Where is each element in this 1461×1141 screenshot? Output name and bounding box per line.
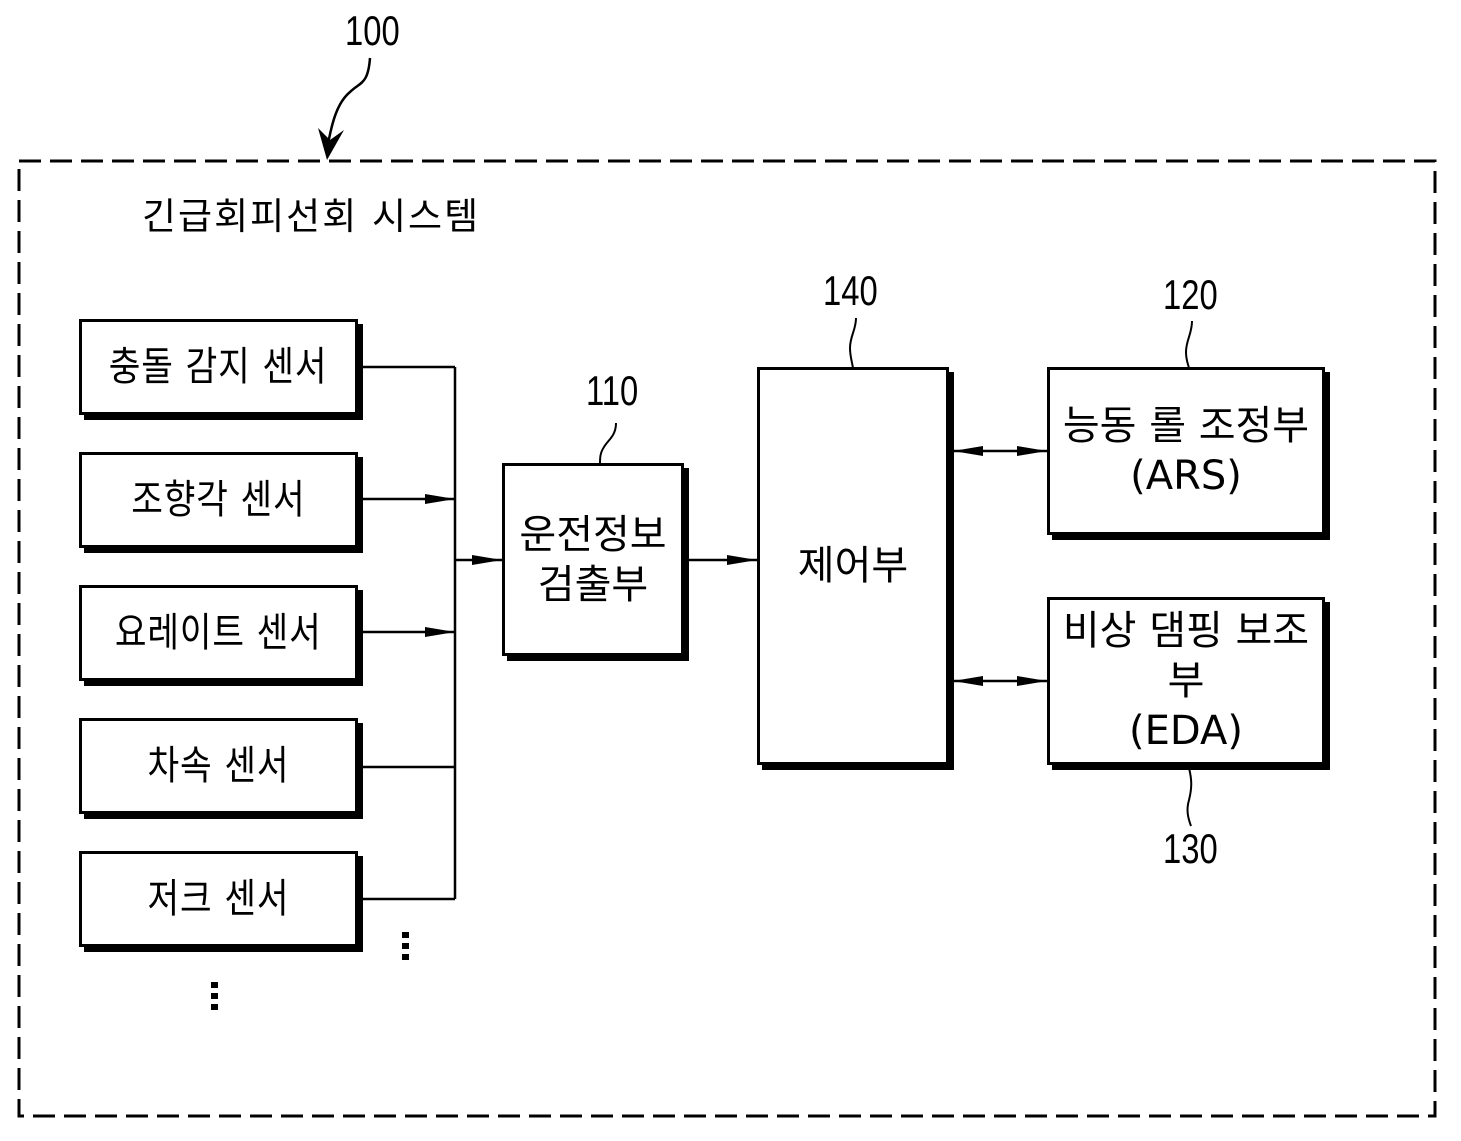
detector-label-line2: 검출부 [537, 561, 649, 608]
yaw-rate-sensor-label: 요레이트 센서 [115, 610, 322, 656]
yaw-rate-sensor-box: 요레이트 센서 [79, 585, 358, 681]
eda-box: 비상 댐핑 보조부 (EDA) [1047, 597, 1325, 765]
leader-140 [848, 317, 857, 369]
ellipsis-sensors [211, 982, 219, 1015]
leader-100-arrowhead [318, 128, 344, 160]
leader-100 [325, 57, 372, 151]
driving-info-detector-box: 운전정보 검출부 [502, 463, 684, 656]
system-boundary [17, 159, 1437, 1118]
ars-label-line1: 능동 롤 조정부 [1062, 403, 1310, 449]
vehicle-speed-sensor-label: 차속 센서 [147, 743, 290, 789]
ellipsis-bus [402, 932, 410, 965]
ref-140: 140 [823, 267, 878, 314]
steering-angle-sensor-box: 조향각 센서 [79, 452, 358, 548]
detector-label-line1: 운전정보 [519, 511, 667, 558]
collision-sensor-label: 충돌 감지 센서 [109, 344, 328, 390]
ref-110: 110 [586, 367, 639, 414]
system-title: 긴급회피선회 시스템 [142, 195, 481, 238]
collision-sensor-box: 충돌 감지 센서 [79, 319, 358, 415]
steering-angle-sensor-label: 조향각 센서 [131, 477, 306, 523]
ref-130: 130 [1163, 825, 1218, 872]
ref-120: 120 [1163, 271, 1218, 318]
ars-label-line2: (ARS) [1130, 453, 1242, 499]
leader-110 [599, 422, 617, 465]
jerk-sensor-box: 저크 센서 [79, 851, 358, 947]
eda-label-line1: 비상 댐핑 보조부 [1062, 608, 1310, 704]
leader-120 [1184, 320, 1193, 369]
ars-box: 능동 롤 조정부 (ARS) [1047, 367, 1325, 535]
vehicle-speed-sensor-box: 차속 센서 [79, 718, 358, 814]
leader-130 [1186, 767, 1193, 827]
eda-label-line2: (EDA) [1129, 708, 1243, 754]
controller-label: 제어부 [797, 543, 909, 589]
controller-box: 제어부 [757, 367, 949, 765]
ref-100: 100 [345, 7, 400, 54]
jerk-sensor-label: 저크 센서 [147, 876, 290, 922]
